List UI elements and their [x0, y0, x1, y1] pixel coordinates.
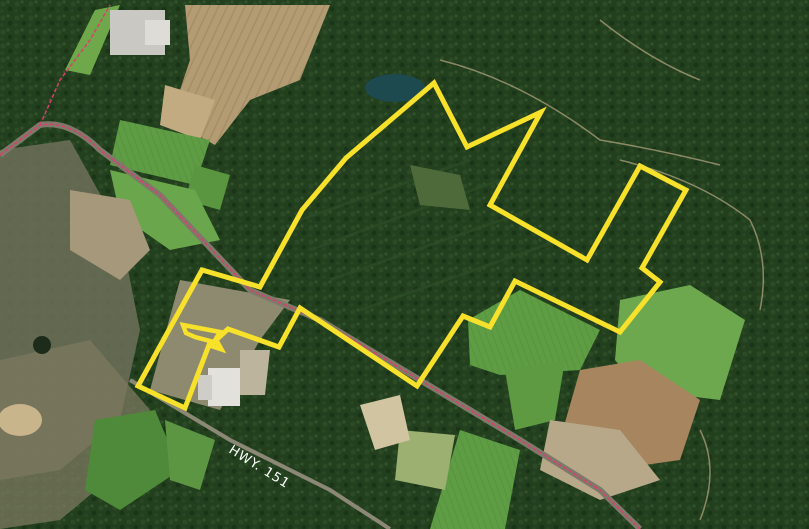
field-green-1	[110, 120, 210, 185]
field-light-bottom	[395, 430, 455, 490]
property-boundary-inlet	[179, 322, 224, 345]
field-bare-right	[540, 420, 660, 500]
town-area-south	[0, 340, 150, 529]
field-green-bottom-left	[85, 410, 180, 510]
property-boundary	[134, 79, 690, 412]
gravel-area	[240, 350, 270, 395]
field-green-bottom	[430, 430, 520, 529]
tract-building	[208, 368, 240, 406]
highway-north	[39, 4, 111, 126]
field-green-bottom-left-2	[165, 420, 215, 490]
field-tan-left	[70, 190, 150, 280]
field-green-lower	[505, 360, 565, 430]
field-top-tan-2	[160, 85, 215, 140]
water-tank	[33, 336, 51, 354]
ballfield	[0, 404, 42, 436]
field-top-left-green	[65, 5, 120, 75]
clearing-tract	[410, 165, 470, 210]
industrial-building-2	[145, 20, 170, 45]
pond	[365, 74, 425, 102]
sand-pit	[360, 395, 410, 450]
tract-building-2	[198, 375, 212, 400]
highway-boundary-line	[0, 123, 641, 529]
timber-rows	[299, 158, 561, 312]
dirt-roads	[439, 19, 765, 521]
secondary-road	[128, 378, 392, 529]
